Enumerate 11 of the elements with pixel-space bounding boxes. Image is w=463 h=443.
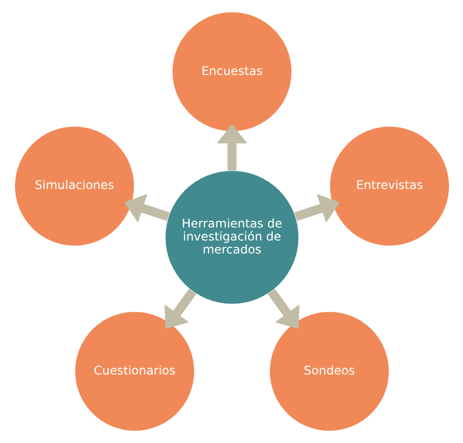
arrow	[267, 288, 299, 329]
node-circle: Sondeos	[269, 312, 388, 431]
arrow	[164, 288, 196, 329]
arrow	[294, 194, 340, 223]
node-circle: Simulaciones	[14, 126, 134, 246]
arrow	[216, 124, 247, 170]
node-circle: Encuestas	[172, 12, 291, 132]
arrow	[124, 194, 170, 223]
node-circle: Herramientas de investigación de mercados	[165, 170, 298, 304]
node-circle: Entrevistas	[330, 126, 448, 246]
node-circle: Cuestionarios	[74, 312, 194, 431]
